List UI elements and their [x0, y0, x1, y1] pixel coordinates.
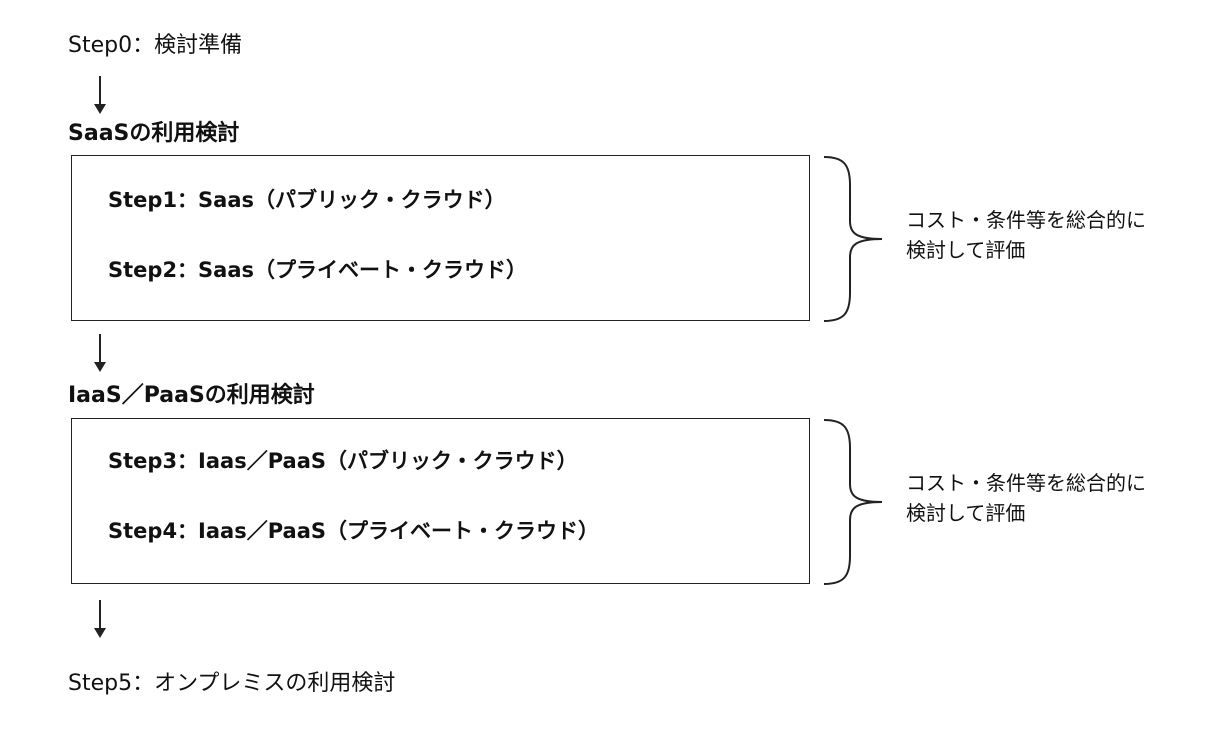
down-arrow-icon — [94, 600, 106, 638]
step1-label: Step1：Saas（パブリック・クラウド） — [108, 188, 506, 212]
iaas-note-line1: コスト・条件等を総合的に — [906, 471, 1146, 495]
saas-note-line1: コスト・条件等を総合的に — [906, 208, 1146, 232]
iaas-note: コスト・条件等を総合的に 検討して評価 — [906, 468, 1146, 528]
iaas-steps-box: Step3：Iaas／PaaS（パブリック・クラウド） Step4：Iaas／P… — [71, 418, 810, 584]
right-brace-icon — [823, 156, 883, 322]
iaas-section-heading: IaaS／PaaSの利用検討 — [68, 383, 315, 408]
iaas-note-line2: 検討して評価 — [906, 501, 1026, 525]
saas-steps-box: Step1：Saas（パブリック・クラウド） Step2：Saas（プライベート… — [71, 155, 810, 321]
step4-label: Step4：Iaas／PaaS（プライベート・クラウド） — [108, 519, 599, 543]
right-brace-icon — [823, 419, 883, 585]
saas-note: コスト・条件等を総合的に 検討して評価 — [906, 205, 1146, 265]
down-arrow-icon — [94, 334, 106, 372]
saas-note-line2: 検討して評価 — [906, 238, 1026, 262]
step3-label: Step3：Iaas／PaaS（パブリック・クラウド） — [108, 449, 578, 473]
step5-label: Step5：オンプレミスの利用検討 — [68, 671, 396, 696]
saas-section-heading: SaaSの利用検討 — [68, 121, 240, 146]
step0-label: Step0：検討準備 — [68, 33, 243, 58]
step2-label: Step2：Saas（プライベート・クラウド） — [108, 258, 528, 282]
down-arrow-icon — [94, 76, 106, 114]
